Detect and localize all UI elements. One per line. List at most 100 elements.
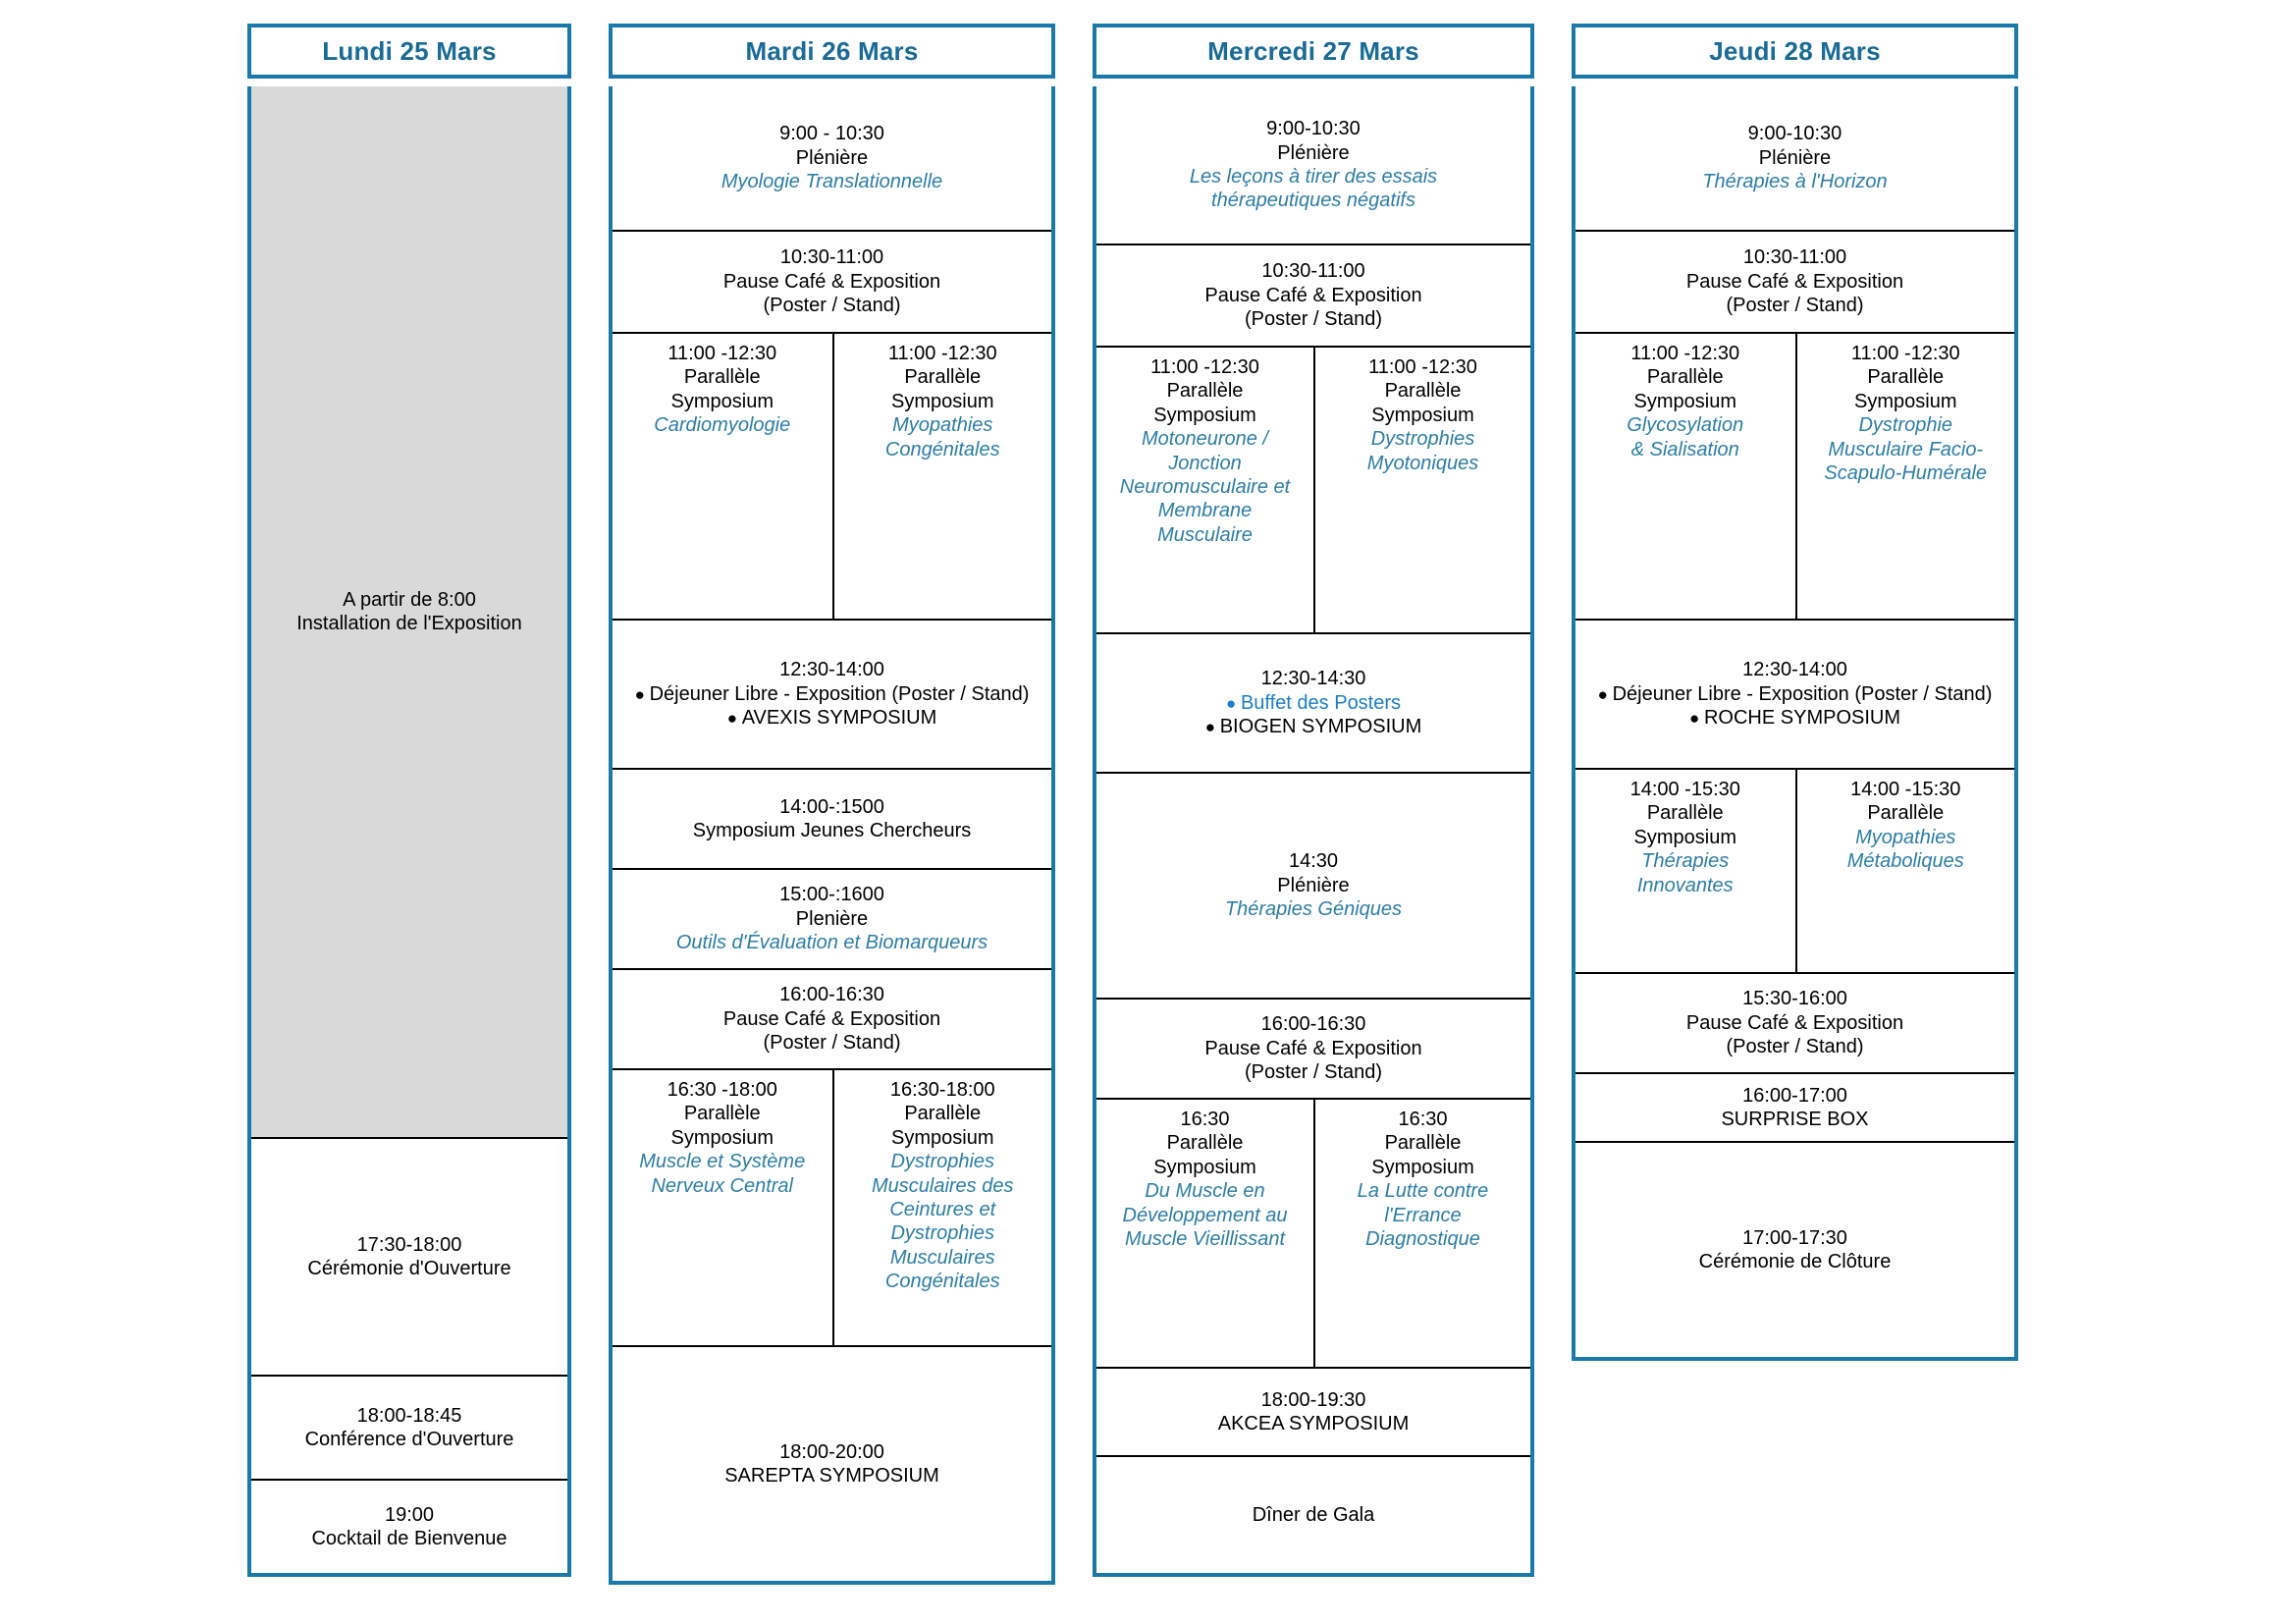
session-topic: Musculaires des [871,1174,1014,1197]
session-topic: Développement au [1122,1204,1288,1226]
day-header-lundi: Lundi 25 Mars [247,24,571,79]
session-topic: Dystrophies [890,1151,995,1173]
session-line: (Poster / Stand) [1244,1061,1383,1084]
bulleted-item-label: Buffet des Posters [1240,691,1402,714]
day-header-jeudi: Jeudi 28 Mars [1572,24,2018,79]
session-line: 18:00-20:00 [779,1440,884,1463]
session-line: Symposium [891,1126,994,1149]
schedule-cell[interactable]: Dîner de Gala [1096,1455,1530,1573]
session-topic: Myotoniques [1366,452,1479,474]
session-line: Symposium [1854,390,1957,412]
session-line: Plénière [1277,874,1350,896]
session-topic: Myopathies [1855,826,1956,848]
session-topic: thérapeutiques négatifs [1211,189,1415,212]
header-body-gap [1093,79,1534,86]
session-line: Parallèle [1384,380,1462,403]
session-topic: Neuromusculaire et [1119,475,1291,498]
session-topic: Dystrophies [1370,428,1475,451]
session-line: 10:30-11:00 [1742,246,1847,269]
session-line: 19:00 [384,1503,435,1526]
session-line: (Poster / Stand) [763,295,901,317]
session-line: Symposium [1633,826,1736,848]
header-body-gap [247,79,571,86]
session-line: Symposium Jeunes Chercheurs [692,820,972,841]
session-topic: Dystrophies [890,1222,995,1245]
session-line: 14:30 [1288,850,1339,873]
schedule-cell[interactable]: 12:30-14:00● Déjeuner Libre - Exposition… [1575,619,2014,768]
bulleted-item-label: Déjeuner Libre - Exposition (Poster / St… [1612,682,1993,705]
session-topic: Jonction [1168,452,1242,474]
session-line: 11:00 -12:30 [1850,343,1960,364]
session-line: Cérémonie d'Ouverture [307,1258,511,1279]
schedule-cell[interactable]: 12:30-14:00● Déjeuner Libre - Exposition… [613,619,1051,768]
session-line: Symposium [1153,1156,1256,1178]
session-topic: Congénitales [884,1271,1000,1293]
session-line: Parallèle [1867,802,1945,825]
schedule-cell[interactable]: 12:30-14:30● Buffet des Posters● BIOGEN … [1096,632,1530,772]
bullet-icon: ● [726,709,742,729]
session-line: Plénière [795,146,869,169]
session-line: Dîner de Gala [1252,1503,1375,1526]
session-line: 17:00-17:30 [1742,1226,1847,1249]
session-line: Symposium [1633,390,1736,412]
session-line: 14:00 -15:30 [1629,779,1740,800]
session-topic: Les leçons à tirer des essais [1189,166,1438,188]
session-line: Conférence d'Ouverture [304,1429,514,1450]
session-line: 12:30-14:30 [1260,668,1366,690]
session-topic: Diagnostique [1365,1227,1480,1250]
bullet-icon: ● [1204,718,1220,737]
session-topic: Dystrophie [1858,414,1953,437]
session-line: Plénière [1277,141,1350,164]
session-line: Parallèle [1166,1132,1244,1155]
bulleted-item: ● ROCHE SYMPOSIUM [1689,706,1900,730]
session-topic: Thérapies à l'Horizon [1702,171,1888,193]
session-line: Pause Café & Exposition [722,270,941,293]
session-line: 16:30 [1398,1109,1448,1130]
session-line: 10:30-11:00 [1261,260,1365,283]
session-topic: La Lutte contre [1357,1180,1489,1203]
